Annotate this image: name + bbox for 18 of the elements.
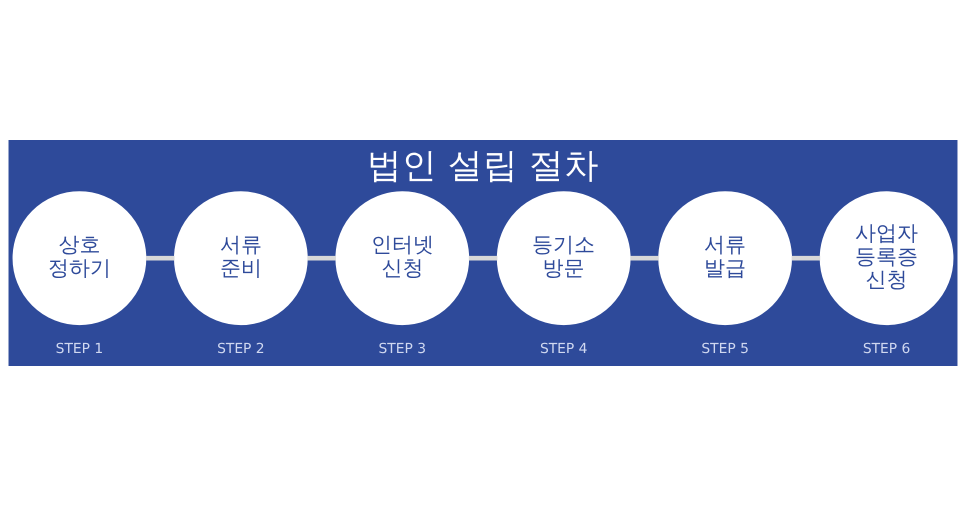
node-circle: 사업자 등록증 신청 — [820, 190, 954, 325]
node-circle: 등기소 방문 — [496, 190, 631, 325]
node-circle: 인터넷 신청 — [335, 190, 470, 325]
diagram-title: 법인 설립 절차 — [367, 145, 599, 186]
node-label: STEP 1 — [56, 340, 104, 356]
node-circle: 상호 정하기 — [12, 190, 146, 325]
node-label: STEP 5 — [701, 340, 749, 356]
connector — [307, 255, 336, 260]
node-label: STEP 6 — [862, 340, 910, 356]
connector — [468, 255, 498, 260]
node-label: STEP 2 — [217, 340, 265, 356]
node-label: STEP 3 — [378, 340, 426, 356]
connector — [792, 255, 820, 260]
connector — [630, 255, 659, 260]
node-circle: 서류 준비 — [174, 190, 308, 325]
node-label: STEP 4 — [540, 340, 588, 356]
connector — [146, 255, 174, 260]
node-circle: 서류 발급 — [658, 190, 792, 325]
